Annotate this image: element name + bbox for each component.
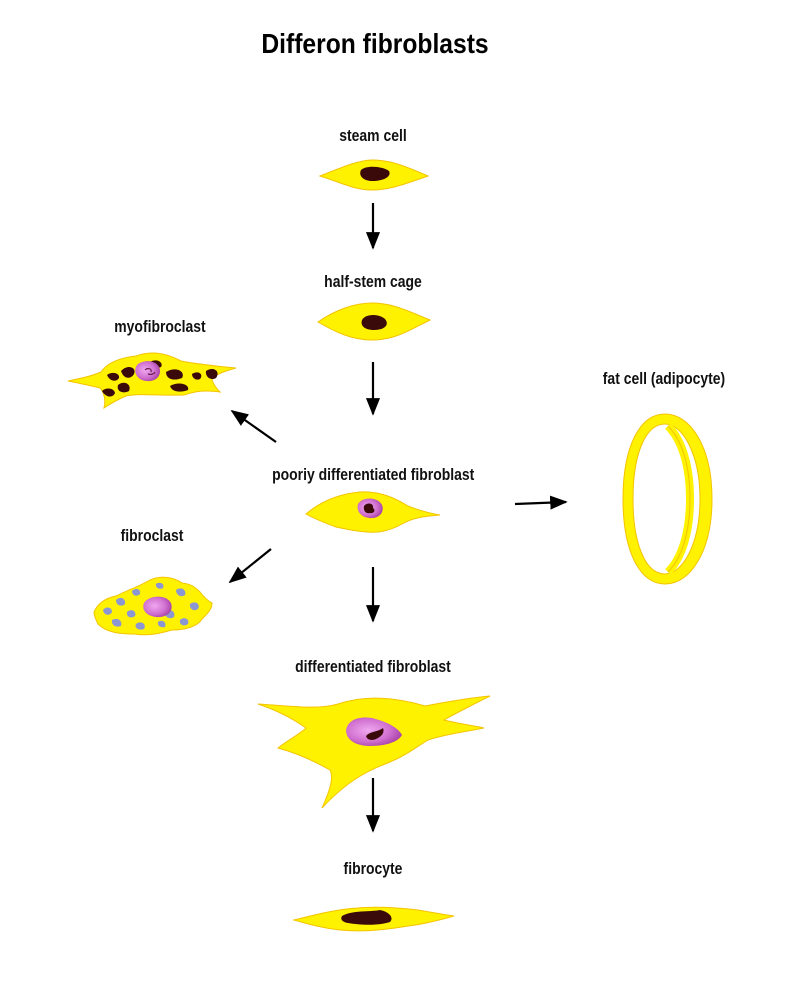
arrow-poorly-to-fibroclast xyxy=(228,548,272,584)
half-stem-cell-nucleus xyxy=(361,314,387,330)
fibrocyte-label: fibrocyte xyxy=(343,859,403,878)
stem-cell-label: steam cell xyxy=(339,126,407,145)
stem-cell xyxy=(318,159,430,191)
half-stem-cell-label: half-stem cage xyxy=(324,272,422,291)
arrow-poorly-to-myofibroclast xyxy=(230,409,277,443)
fibroclast-nucleus xyxy=(143,596,172,618)
half-stem-cell xyxy=(317,302,432,341)
myofibroclast-nucleus xyxy=(135,361,160,382)
adipocyte xyxy=(622,413,713,585)
diagram-title: Differon fibroblasts xyxy=(261,28,489,59)
arrow-poorly-to-adipocyte xyxy=(514,495,568,510)
differentiated-label: differentiated fibroblast xyxy=(295,657,451,676)
fibroclast-label: fibroclast xyxy=(120,526,184,545)
stem-cell-nucleus xyxy=(360,166,390,181)
fibrocyte-nucleus xyxy=(341,910,392,925)
myofibroclast-label: myofibroclast xyxy=(114,317,206,336)
fibroclast xyxy=(93,576,213,636)
poorly-differentiated-label: pooriy differentiated fibroblast xyxy=(272,465,475,484)
myofibroclast xyxy=(67,352,237,410)
fibrocyte xyxy=(292,906,455,932)
differentiated-fibroblast xyxy=(257,695,491,809)
adipocyte-label: fat cell (adipocyte) xyxy=(602,369,726,388)
poorly-differentiated-fibroblast xyxy=(305,491,441,533)
